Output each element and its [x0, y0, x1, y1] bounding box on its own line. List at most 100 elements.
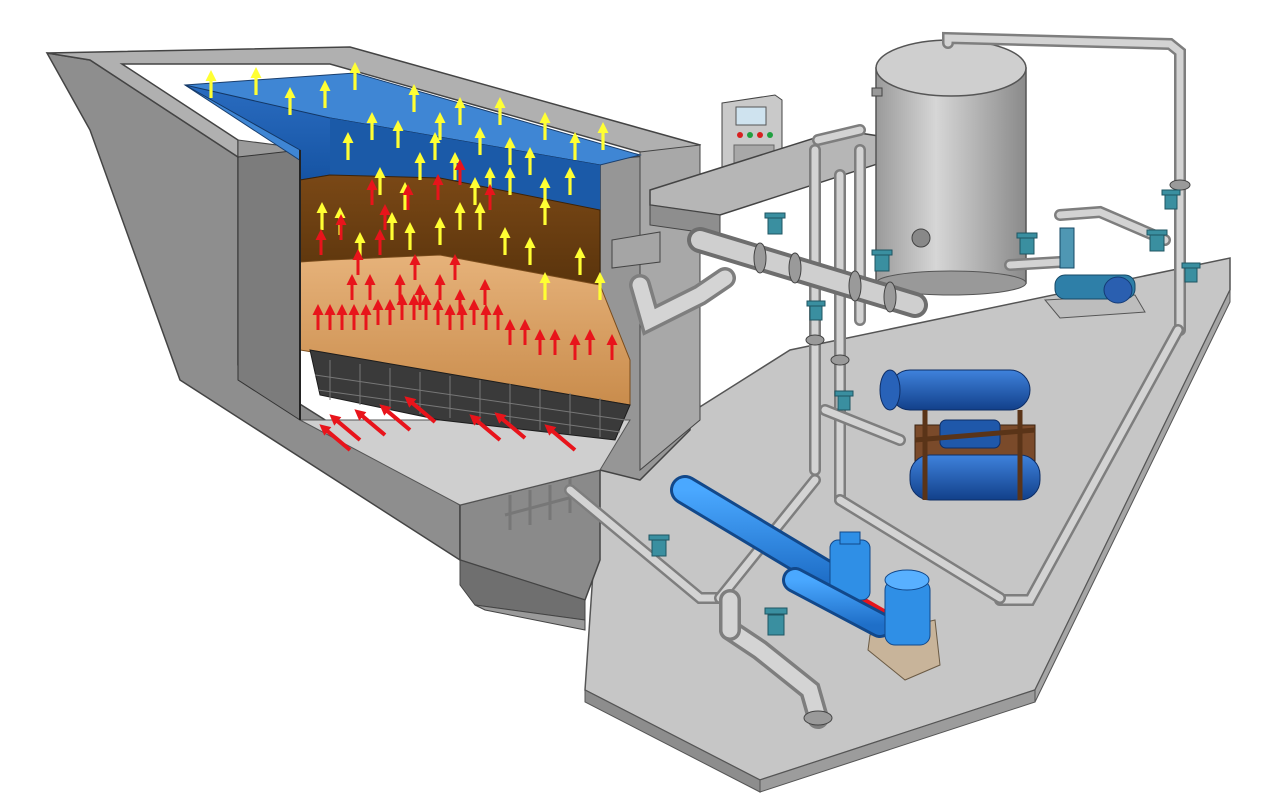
red-arrow [432, 174, 444, 200]
red-arrow [394, 274, 406, 300]
yellow-arrow [434, 217, 446, 245]
red-arrow [606, 334, 618, 360]
red-arrow [549, 329, 561, 355]
valve-icon [1161, 189, 1181, 210]
valve-icon [806, 300, 826, 321]
red-arrow [402, 184, 414, 210]
red-arrow [434, 274, 446, 300]
yellow-arrow [408, 84, 420, 112]
red-arrow [414, 284, 426, 310]
yellow-arrow [434, 112, 446, 140]
sump-rungs [504, 478, 581, 530]
pipe-flanges [753, 179, 1191, 726]
valve-icon [764, 212, 786, 235]
influent-arrow [319, 424, 352, 452]
influent-arrow [469, 414, 502, 442]
red-arrow [384, 299, 396, 325]
red-arrow [396, 294, 408, 320]
influent-arrow [544, 424, 577, 452]
yellow-arrow [494, 97, 506, 125]
red-arrow [352, 249, 364, 275]
red-arrow [454, 159, 466, 185]
valve-icon [648, 534, 670, 557]
red-arrow [348, 304, 360, 330]
red-arrow [534, 329, 546, 355]
yellow-arrow [205, 70, 217, 98]
red-arrow [379, 204, 391, 230]
storage-tank [871, 39, 1027, 296]
valve-icon [1146, 229, 1168, 252]
yellow-arrow [504, 167, 516, 195]
red-arrow [315, 229, 327, 255]
influent-arrow [494, 412, 527, 440]
red-arrow [519, 319, 531, 345]
valve-icon [1181, 262, 1201, 283]
red-arrow [444, 304, 456, 330]
yellow-arrow [569, 132, 581, 160]
yellow-arrow [564, 167, 576, 195]
red-arrow [324, 304, 336, 330]
yellow-arrow [250, 67, 262, 95]
rising-flow-arrows [205, 62, 609, 300]
red-arrow [374, 229, 386, 255]
yellow-arrow [499, 227, 511, 255]
valves [648, 189, 1201, 636]
yellow-arrow [474, 127, 486, 155]
red-arrow [480, 304, 492, 330]
yellow-arrow [349, 62, 361, 90]
yellow-arrow [366, 112, 378, 140]
red-arrow [360, 304, 372, 330]
yellow-arrow [414, 152, 426, 180]
yellow-arrow [374, 167, 386, 195]
influent-arrow [404, 396, 437, 424]
yellow-arrow [469, 177, 481, 205]
red-arrow [364, 274, 376, 300]
valve-icon [871, 249, 893, 272]
yellow-arrow [524, 147, 536, 175]
air-bubble-arrows [312, 159, 618, 360]
yellow-arrow [454, 202, 466, 230]
yellow-arrow [392, 120, 404, 148]
red-arrow [366, 179, 378, 205]
yellow-arrow [316, 202, 328, 230]
red-arrow [432, 299, 444, 325]
red-arrow [468, 299, 480, 325]
feed-pump [670, 475, 941, 681]
red-arrow [346, 274, 358, 300]
influent-arrow [379, 404, 412, 432]
yellow-arrow [594, 272, 606, 300]
yellow-arrow [284, 87, 296, 115]
yellow-arrow [539, 272, 551, 300]
yellow-arrow [524, 237, 536, 265]
yellow-arrow [454, 97, 466, 125]
diffuser-blocks [314, 360, 626, 437]
yellow-arrow [319, 80, 331, 108]
red-arrow [372, 299, 384, 325]
yellow-arrow [429, 132, 441, 160]
red-arrow [312, 304, 324, 330]
piping [564, 31, 1186, 729]
yellow-arrow [386, 212, 398, 240]
yellow-arrow [539, 197, 551, 225]
red-arrow [336, 304, 348, 330]
red-arrow [409, 254, 421, 280]
red-arrow [454, 289, 466, 315]
influent-arrow [329, 414, 362, 442]
red-arrow [420, 294, 432, 320]
red-arrow [504, 319, 516, 345]
influent-arrow [354, 409, 387, 437]
red-arrow [584, 329, 596, 355]
red-arrow [492, 304, 504, 330]
yellow-arrow [404, 222, 416, 250]
yellow-arrow [504, 137, 516, 165]
dosing-pump [1043, 227, 1146, 319]
yellow-arrow [539, 112, 551, 140]
yellow-arrow [597, 122, 609, 150]
yellow-arrow [574, 247, 586, 275]
tank-contents [183, 72, 642, 441]
red-arrow [408, 294, 420, 320]
red-arrow [479, 279, 491, 305]
valve-icon [1016, 232, 1038, 255]
valve-icon [764, 607, 788, 636]
